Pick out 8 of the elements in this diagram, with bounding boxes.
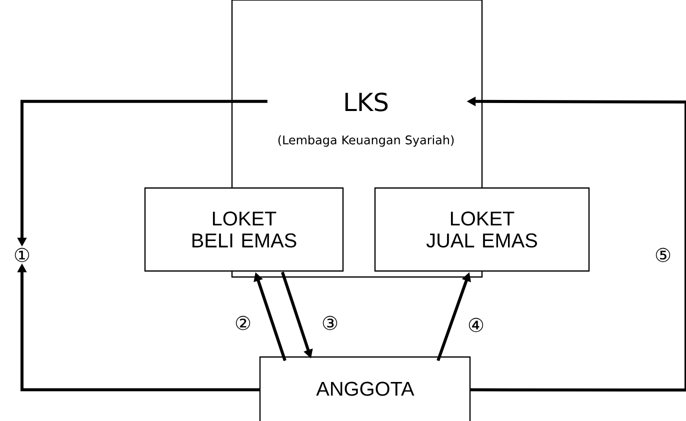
- step-number: ⑤: [656, 248, 670, 262]
- counter-box: LOKET BELI EMAS: [144, 187, 344, 272]
- step-number: ②: [236, 316, 250, 330]
- member-box: ANGGOTA: [259, 356, 471, 421]
- step-number: ④: [468, 318, 484, 332]
- counter-box: LOKET JUAL EMAS: [374, 187, 590, 272]
- step-number: ①: [14, 248, 30, 262]
- step-number: ③: [322, 316, 338, 330]
